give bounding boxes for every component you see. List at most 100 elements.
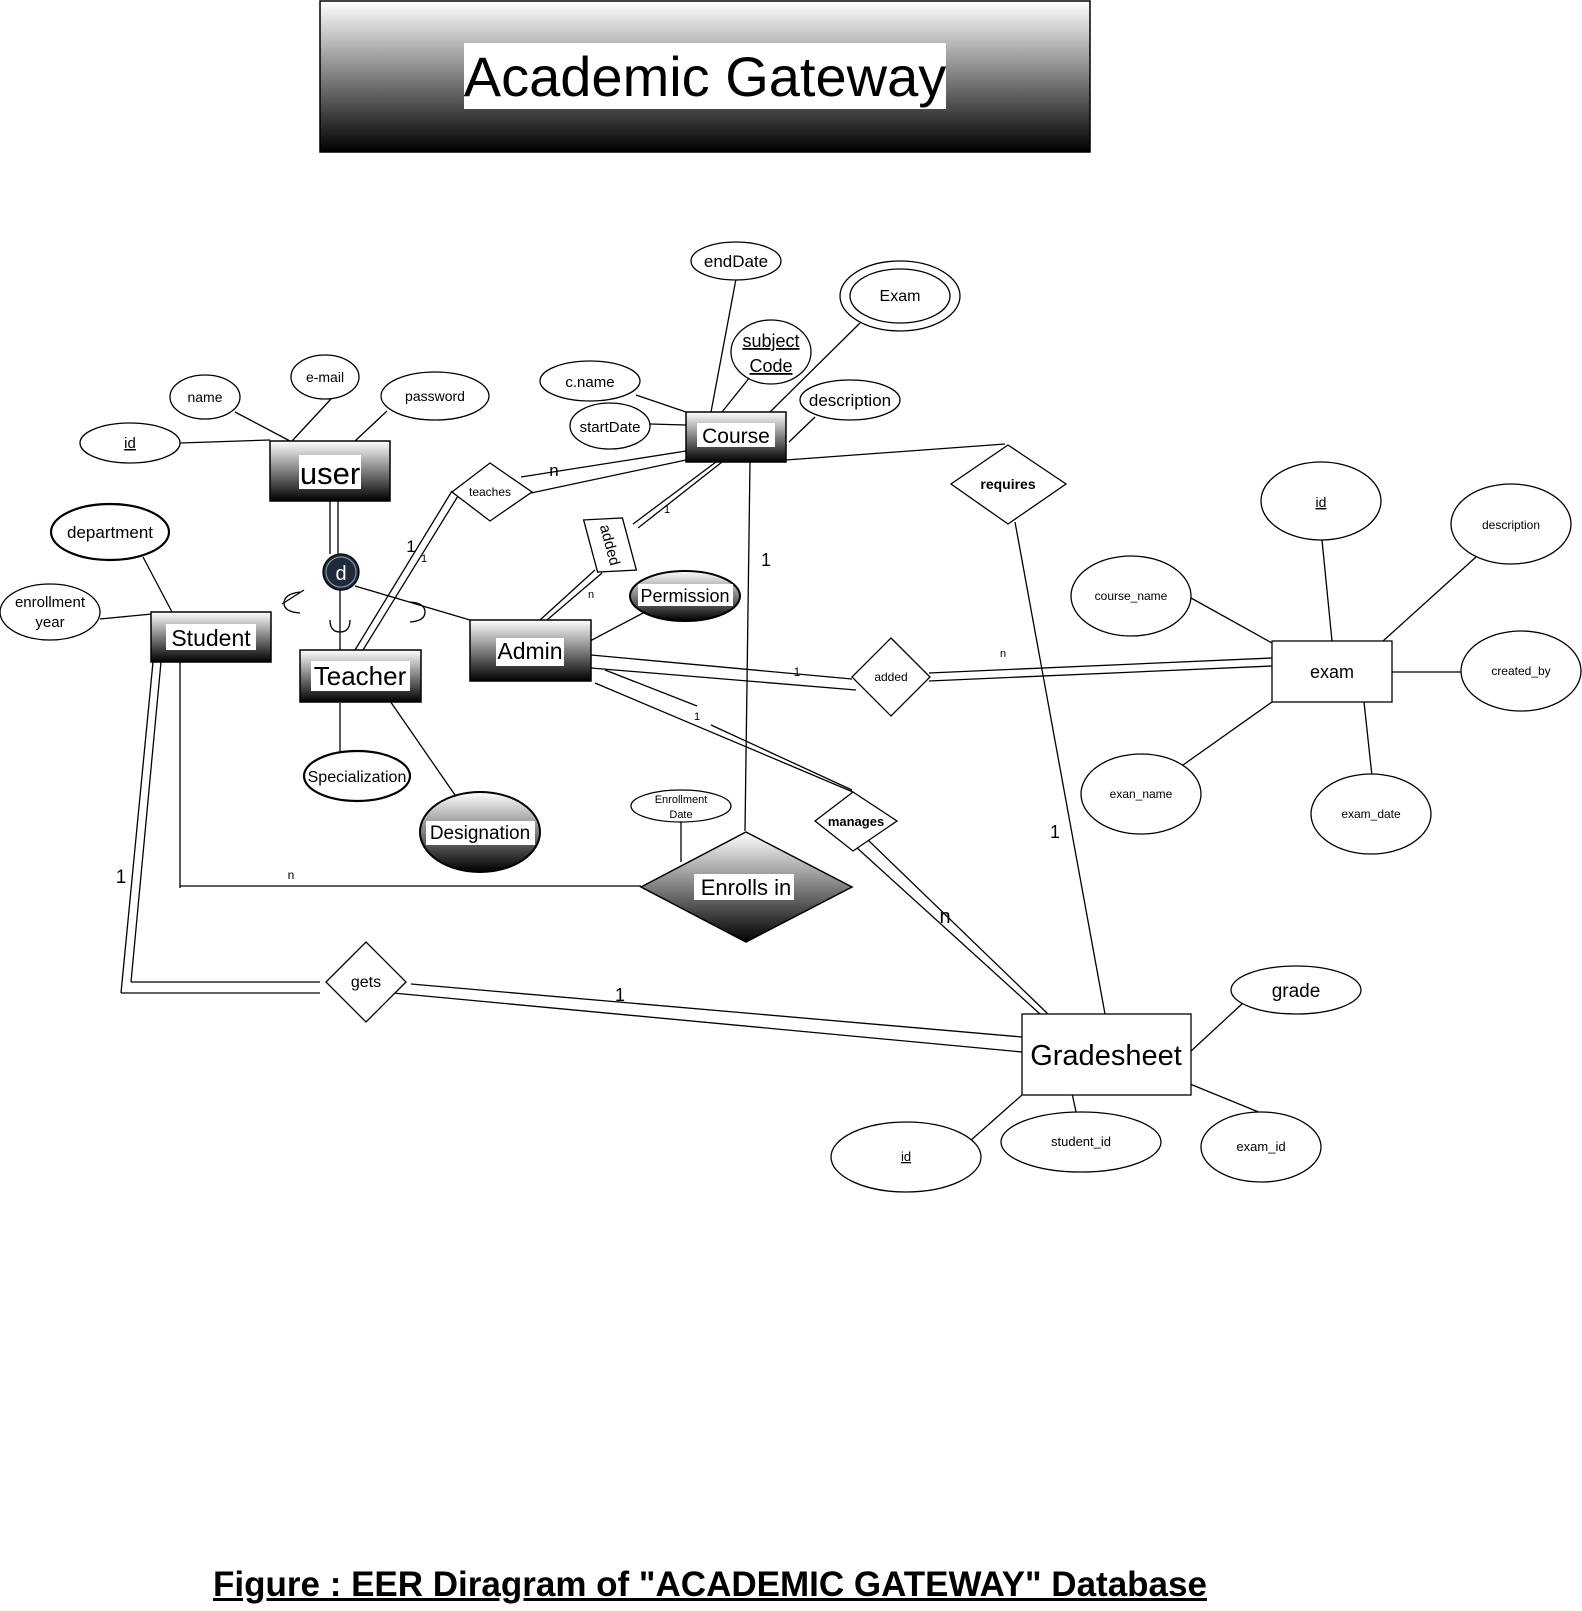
attr-teacher-specialization-label: Specialization [308, 769, 407, 786]
attr-exam-description-label: description [1482, 518, 1540, 532]
page-title: Academic Gateway [464, 45, 946, 108]
attr-course-subject-code-line1: subject [742, 331, 799, 351]
relationship-added-course[interactable]: added [582, 510, 638, 580]
attr-teacher-specialization: Specialization [302, 749, 412, 803]
attr-admin-permission-label: Permission [640, 586, 729, 606]
entity-gradesheet-label: Gradesheet [1030, 1040, 1182, 1072]
specialization-symbol: d [335, 563, 346, 585]
relationship-enrolls-in-label: Enrolls in [701, 875, 791, 900]
attr-course-subject-code-line2: Code [749, 356, 792, 376]
attr-exam-exam-date: exam_date [1310, 773, 1432, 855]
card-teaches-course: n [549, 461, 558, 480]
attr-user-email-label: e-mail [306, 369, 344, 385]
relationship-gets-label: gets [351, 974, 381, 991]
attr-user-id: id [79, 422, 181, 464]
card-added-exam-admin: 1 [794, 665, 801, 679]
attr-student-department-label: department [67, 523, 153, 542]
attr-exam-created-by-label: created_by [1491, 664, 1550, 678]
card-manages-admin: 1 [694, 711, 700, 723]
attr-user-password: password [380, 371, 490, 421]
title-banner: Academic Gateway [319, 0, 1091, 153]
entity-admin-label: Admin [497, 638, 562, 664]
attr-exam-id-label: id [1316, 494, 1327, 510]
attr-admin-permission: Permission [629, 570, 741, 622]
attr-course-startdate: startDate [569, 402, 651, 450]
relationship-teaches[interactable]: teaches [450, 462, 534, 522]
attr-exam-exan-name: exan_name [1080, 753, 1202, 835]
card-enrolls-course: 1 [761, 550, 771, 570]
attr-user-email: e-mail [290, 354, 360, 400]
relationship-requires[interactable]: requires [949, 444, 1068, 525]
attr-student-department: department [49, 502, 171, 562]
entity-teacher[interactable]: Teacher [299, 649, 422, 703]
attr-user-id-label: id [124, 435, 136, 452]
relationship-added-exam-label: added [874, 670, 907, 684]
attr-gradesheet-exam-id: exam_id [1200, 1111, 1322, 1183]
attr-course-enddate: endDate [690, 241, 782, 281]
attr-student-enrollment-year-line1: enrollment [15, 594, 86, 611]
attr-user-password-label: password [405, 388, 465, 404]
attr-course-exam-label: Exam [880, 288, 921, 305]
cardinality-labels: n 1 1 1 n 1 1 n 1 n 1 n 1 1 [116, 461, 1060, 1005]
entity-course[interactable]: Course [685, 411, 787, 463]
relationship-teaches-label: teaches [469, 485, 511, 499]
relationship-requires-label: requires [980, 476, 1035, 492]
relationship-manages[interactable]: manages [813, 791, 899, 852]
attr-course-description: description [799, 379, 901, 421]
entity-student[interactable]: Student [150, 611, 272, 663]
card-requires-gradesheet: 1 [1050, 822, 1060, 842]
attr-exam-exan-name-label: exan_name [1110, 787, 1173, 801]
entity-course-label: Course [702, 425, 770, 448]
entity-gradesheet[interactable]: Gradesheet [1021, 1013, 1192, 1096]
entity-admin[interactable]: Admin [469, 619, 592, 682]
attr-exam-created-by: created_by [1460, 630, 1582, 712]
attr-course-description-label: description [809, 391, 891, 410]
disjoint-specialization: d [322, 553, 360, 591]
attr-course-cname-label: c.name [565, 374, 614, 391]
attr-gradesheet-student-id-label: student_id [1051, 1134, 1111, 1149]
attr-exam-id: id [1260, 461, 1382, 541]
card-enrolls-student: n [288, 868, 295, 882]
card-gets-student: 1 [116, 867, 127, 888]
attr-gradesheet-grade: grade [1230, 965, 1362, 1015]
entity-user[interactable]: user [269, 440, 391, 502]
attr-exam-course-name: course_name [1070, 555, 1192, 637]
attr-exam-course-name-label: course_name [1095, 589, 1168, 603]
relationship-manages-label: manages [828, 814, 884, 829]
entity-exam-label: exam [1310, 662, 1354, 682]
connector-lines [99, 278, 1477, 1142]
attr-gradesheet-grade-label: grade [1272, 981, 1321, 1002]
card-teaches-teacher-a: 1 [406, 537, 415, 556]
attr-student-enrollment-year-line2: year [35, 614, 64, 631]
attr-gradesheet-id: id [830, 1121, 982, 1193]
entity-user-label: user [300, 456, 360, 491]
relationship-enrolls-in[interactable]: Enrolls in [639, 831, 854, 943]
attr-gradesheet-student-id: student_id [1000, 1111, 1162, 1173]
attr-enrolls-enrollment-date: Enrollment Date [630, 789, 732, 823]
attr-exam-description: description [1450, 483, 1572, 565]
attr-course-enddate-label: endDate [704, 252, 768, 271]
card-added-course-admin: n [588, 589, 594, 601]
entity-student-label: Student [171, 625, 251, 651]
entity-exam[interactable]: exam [1271, 640, 1393, 703]
attr-teacher-designation: Designation [419, 791, 541, 873]
attr-user-name-label: name [187, 389, 222, 405]
card-manages-gradesheet: n [939, 906, 950, 928]
attr-exam-exam-date-label: exam_date [1341, 807, 1401, 821]
attr-gradesheet-id-label: id [901, 1149, 911, 1164]
attr-enrollment-date-line1: Enrollment [655, 794, 708, 806]
attr-enrollment-date-line2: Date [669, 809, 692, 821]
card-teaches-teacher-b: 1 [421, 553, 427, 565]
card-added-course-course: 1 [664, 504, 670, 516]
attr-user-name: name [169, 374, 241, 420]
card-added-exam-exam: n [1000, 648, 1006, 660]
relationship-added-exam[interactable]: added [851, 637, 931, 717]
attr-student-enrollment-year: enrollment year [0, 583, 101, 641]
attr-course-subject-code: subject Code [730, 319, 812, 385]
entity-teacher-label: Teacher [314, 661, 407, 691]
attr-course-startdate-label: startDate [580, 419, 641, 436]
attr-teacher-designation-label: Designation [430, 823, 530, 844]
relationship-gets[interactable]: gets [325, 941, 407, 1023]
attr-course-exam-multivalued: Exam [839, 260, 961, 332]
